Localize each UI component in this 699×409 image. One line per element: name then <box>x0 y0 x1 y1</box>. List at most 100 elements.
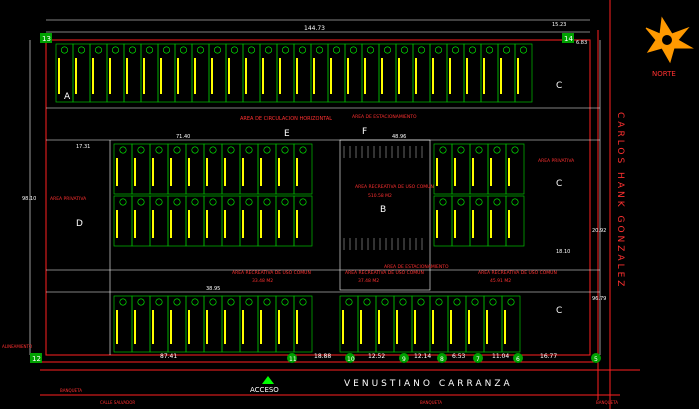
bottom-lot-strip <box>360 310 362 344</box>
middle-left-lot-block <box>113 143 313 247</box>
mid-left-lot-strip <box>170 158 172 186</box>
svg-text:7: 7 <box>476 356 480 363</box>
mid-right-lot-marker <box>457 146 465 154</box>
bottom-lot-marker <box>209 298 217 306</box>
bottom-lot-marker <box>245 298 253 306</box>
side-label-bottom-mid: BANQUETA <box>420 400 442 405</box>
mid-left-lot-strip <box>152 210 154 238</box>
mid-left-lot-strip <box>278 210 280 238</box>
bottom-lot-marker <box>381 298 389 306</box>
dim-left-side: 98.10 <box>22 196 36 202</box>
mid-right-lot-marker <box>475 198 483 206</box>
dim-top-total: 144.73 <box>304 25 325 32</box>
street-bottom-name: VENUSTIANO CARRANZA <box>344 379 513 389</box>
block-label-f: F <box>362 127 367 137</box>
dim-bottom-g: 16.77 <box>540 353 557 360</box>
mid-right-lot-marker <box>511 146 519 154</box>
mid-left-lot-marker <box>227 146 235 154</box>
mid-right-lot-strip <box>472 210 474 238</box>
mid-left-lot-marker <box>281 146 289 154</box>
mid-left-lot-strip <box>134 158 136 186</box>
mid-left-lot-strip <box>206 210 208 238</box>
mid-left-lot-strip <box>224 210 226 238</box>
top-lot-strip <box>160 58 162 94</box>
mid-right-lot-marker <box>457 198 465 206</box>
block-label-e: E <box>284 129 290 139</box>
mid-left-lot-strip <box>260 158 262 186</box>
bottom-lot-marker <box>435 298 443 306</box>
side-label-left: ALINEAMIENTO <box>2 344 32 349</box>
mid-right-lot-strip <box>490 210 492 238</box>
mid-left-lot-strip <box>260 210 262 238</box>
svg-text:13: 13 <box>42 35 51 43</box>
bottom-lot-cell <box>501 295 521 353</box>
mid-right-lot-strip <box>508 158 510 186</box>
svg-text:5: 5 <box>594 356 598 363</box>
bottom-lot-strip <box>278 310 280 344</box>
rec-area-2-value: 37.48 M2 <box>358 278 379 284</box>
north-label: NORTE <box>652 70 676 78</box>
top-lot-marker <box>315 46 323 54</box>
bottom-lot-strip <box>432 310 434 344</box>
top-lot-marker <box>349 46 357 54</box>
mid-left-lot-marker <box>209 198 217 206</box>
bottom-lot-marker <box>137 298 145 306</box>
central-common-area <box>339 139 431 291</box>
bottom-lot-strip <box>468 310 470 344</box>
top-lot-marker <box>231 46 239 54</box>
dim-right-a: 6.83 <box>576 40 587 46</box>
top-lot-marker <box>197 46 205 54</box>
bottom-lot-strip <box>134 310 136 344</box>
parking-area-2-label: AREA DE ESTACIONAMIENTO <box>384 264 449 270</box>
mid-right-lot-strip <box>454 158 456 186</box>
mid-left-lot-cell <box>293 195 313 247</box>
dim-mid-d: 38.95 <box>206 286 220 292</box>
mid-left-lot-marker <box>245 198 253 206</box>
top-lot-marker <box>95 46 103 54</box>
mid-left-lot-strip <box>278 158 280 186</box>
top-lot-marker <box>400 46 408 54</box>
bottom-lot-strip <box>450 310 452 344</box>
top-lot-strip <box>517 58 519 94</box>
mid-right-lot-strip <box>454 210 456 238</box>
top-lot-marker <box>502 46 510 54</box>
top-lot-row <box>55 43 533 103</box>
top-lot-strip <box>347 58 349 94</box>
bottom-lot-marker <box>191 298 199 306</box>
top-lot-marker <box>264 46 272 54</box>
top-lot-marker <box>78 46 86 54</box>
mid-left-lot-strip <box>242 158 244 186</box>
dim-mid-b: 48.96 <box>392 134 406 140</box>
svg-text:6: 6 <box>516 356 520 363</box>
mid-left-lot-marker <box>137 198 145 206</box>
dim-bottom-d: 12.14 <box>414 353 431 360</box>
mid-left-lot-strip <box>224 158 226 186</box>
bottom-lot-strip <box>396 310 398 344</box>
mid-left-lot-marker <box>245 146 253 154</box>
mid-right-lot-marker <box>493 146 501 154</box>
bottom-lot-strip <box>486 310 488 344</box>
north-arrow-icon <box>645 16 694 64</box>
bottom-lot-strip <box>414 310 416 344</box>
svg-text:14: 14 <box>564 35 573 43</box>
mid-left-lot-marker <box>299 198 307 206</box>
mid-left-lot-strip <box>296 158 298 186</box>
mid-right-lot-marker <box>475 146 483 154</box>
bottom-lot-marker <box>119 298 127 306</box>
top-lot-strip <box>92 58 94 94</box>
top-lot-strip <box>483 58 485 94</box>
block-label-c-top: C <box>556 81 562 91</box>
top-lot-marker <box>485 46 493 54</box>
top-lot-strip <box>228 58 230 94</box>
rec-area-3-value: 45.91 M2 <box>490 278 511 284</box>
dim-right-c: 18.10 <box>556 249 570 255</box>
street-right-name: CARLOS HANK GONZALEZ <box>615 112 625 289</box>
bottom-lot-marker <box>453 298 461 306</box>
rec-area-2-label: AREA RECREATIVA DE USO COMUN <box>345 270 424 276</box>
mid-left-lot-strip <box>188 210 190 238</box>
top-lot-cell <box>514 43 533 103</box>
top-lot-marker <box>366 46 374 54</box>
mid-left-lot-marker <box>191 198 199 206</box>
mid-right-lot-strip <box>490 158 492 186</box>
dim-mid-c: 17.31 <box>76 144 90 150</box>
